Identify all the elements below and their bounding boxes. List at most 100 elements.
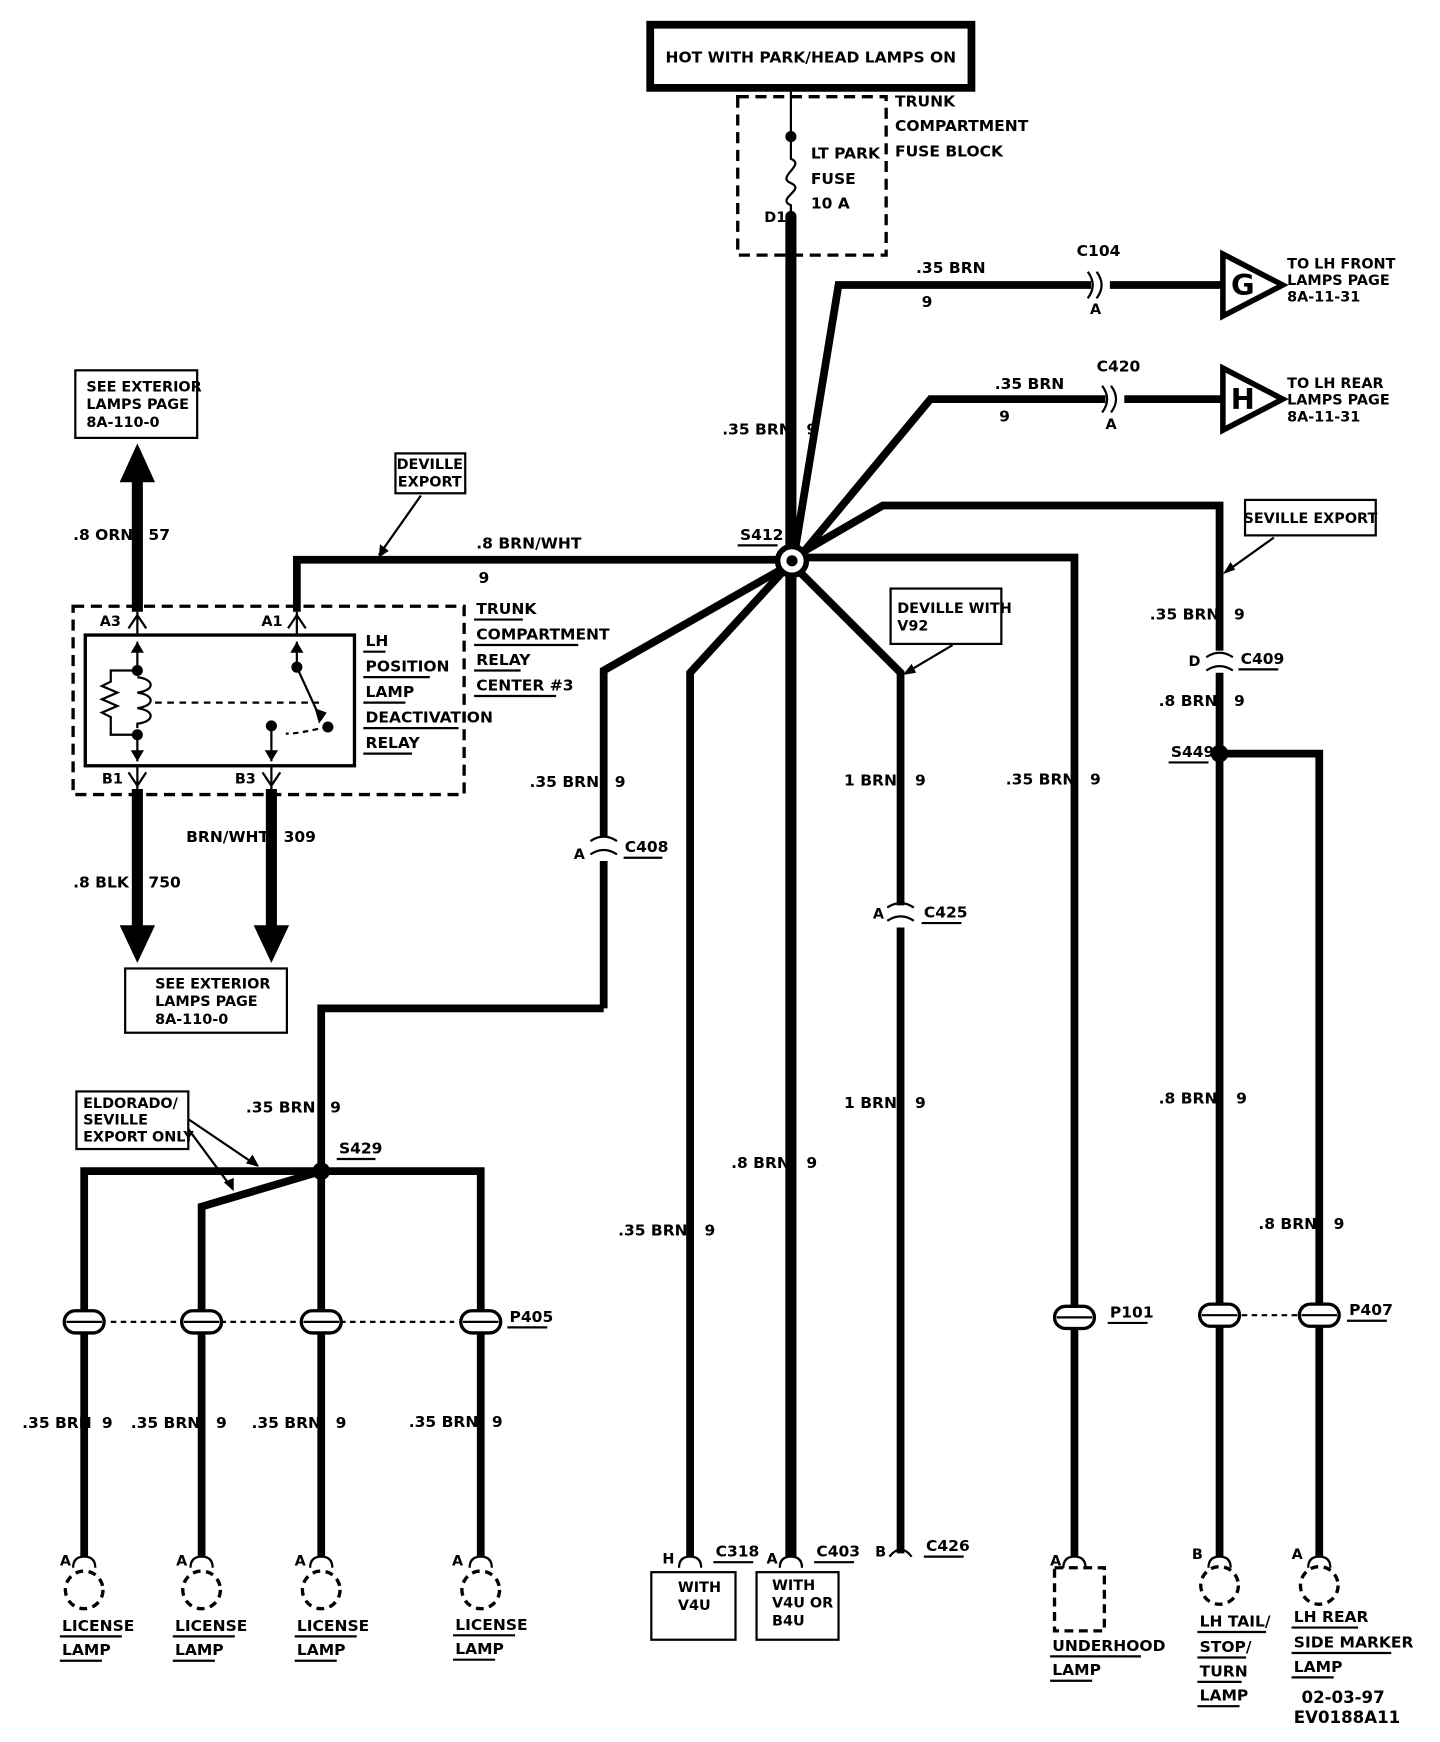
orn-wire-gauge: .8 ORN: [73, 526, 133, 544]
c408-gauge: .35 BRN: [529, 773, 599, 791]
power-source-label: HOT WITH PARK/HEAD LAMPS ON: [666, 48, 957, 66]
ref-h-letter: H: [1231, 382, 1255, 416]
orn-wire-circuit: 57: [148, 526, 170, 544]
fuse-block: D1 LT PARK FUSE 10 A TRUNK COMPARTMENT F…: [736, 87, 1029, 257]
ref-g-letter: G: [1231, 268, 1255, 302]
p405-pass-through: P405: [62, 1308, 553, 1335]
seville-branch: .35 BRN 9 D C409 .8 BRN 9 S449 .8 BRN 9 …: [791, 501, 1414, 1708]
see-ext-top-line-3: 8A-110-0: [86, 415, 159, 431]
c403-gauge: .8 BRN: [731, 1154, 790, 1172]
c426-connector-label: C426: [926, 1537, 970, 1555]
p407-label: P407: [1349, 1301, 1393, 1319]
license-lamp-4-bulb-icon: [460, 1569, 502, 1611]
eldorado-line-1: ELDORADO/: [83, 1096, 179, 1112]
fuse-block-line-2: COMPARTMENT: [895, 117, 1029, 135]
fuse-terminal: D1: [764, 210, 786, 226]
rear-branch-gauge: .35 BRN: [995, 375, 1065, 393]
p407-grommet-2-icon: [1297, 1302, 1341, 1328]
blk-wire: .8 BLK 750: [73, 789, 181, 963]
c104-pin: A: [1090, 302, 1102, 318]
c420-connector-label: C420: [1097, 357, 1141, 375]
c425-gauge-lower: 1 BRN: [844, 1094, 897, 1112]
underhood-branch: .35 BRN 9 P101 A UNDERHOOD LAMP: [793, 553, 1166, 1682]
pin-b3-label: B3: [235, 771, 256, 787]
c425-pin: A: [873, 907, 885, 923]
c420-pin: A: [1105, 417, 1117, 433]
seville-circuit-upper: 9: [1234, 606, 1245, 624]
license-2-line-2: LAMP: [175, 1641, 224, 1659]
underhood-line-2: LAMP: [1052, 1661, 1101, 1679]
fuse-element-icon: [785, 136, 797, 217]
license-3-circuit: 9: [336, 1414, 347, 1432]
brnwht-wire-circuit: 309: [284, 828, 316, 846]
see-ext-top-line-1: SEE EXTERIOR: [86, 379, 201, 395]
marker-gauge: .8 BRN: [1258, 1215, 1317, 1233]
tail-gauge: .8 BRN: [1159, 1090, 1218, 1108]
license-4-gauge: .35 BRN: [409, 1413, 479, 1431]
c318-note-line-2: V4U: [678, 1598, 711, 1614]
p101-label: P101: [1110, 1303, 1154, 1321]
relay-name: LH POSITION LAMP DEACTIVATION RELAY: [363, 632, 493, 755]
relay-center-line-4: CENTER #3: [476, 676, 573, 694]
tail-pin: B: [1192, 1547, 1203, 1563]
ref-h-line-3: 8A-11-31: [1287, 409, 1360, 425]
fuse-name-line-2: FUSE: [811, 170, 856, 188]
p405-grommet-4-icon: [459, 1309, 503, 1335]
relay-switch-icon: [264, 641, 334, 762]
license-1-line-2: LAMP: [62, 1641, 111, 1659]
license-lamp-1-bulb-icon: [63, 1569, 105, 1611]
footer-code: EV0188A11: [1294, 1708, 1400, 1727]
c426-pin: B: [875, 1545, 886, 1561]
ref-h-arrow-icon: [1220, 363, 1289, 435]
c104-connector-icon: [1086, 271, 1103, 299]
marker-line-3: LAMP: [1294, 1658, 1343, 1676]
orn-wire: .8 ORN 57: [73, 443, 170, 612]
pin-a1-label: A1: [261, 614, 282, 630]
s429-dot: [312, 1162, 331, 1181]
deville-export-line-1: DEVILLE: [397, 457, 463, 473]
p407-grommet-1-icon: [1197, 1302, 1242, 1328]
license-4-pin: A: [452, 1554, 464, 1570]
p405-grommet-1-icon: [62, 1309, 106, 1335]
down-arrow-icon: [119, 925, 156, 963]
eldorado-callout: ELDORADO/ SEVILLE EXPORT ONLY: [75, 1090, 260, 1192]
fuse-name-line-1: LT PARK: [811, 145, 881, 163]
footer-date: 02-03-97: [1302, 1688, 1385, 1707]
relay-center-line-1: TRUNK: [476, 600, 537, 618]
ref-g-line-3: 8A-11-31: [1287, 290, 1360, 306]
front-branch-circuit: 9: [922, 293, 933, 311]
c318-connector-icon: [677, 1555, 703, 1568]
relay-feed-wire: .8 BRN/WHT 9: [292, 535, 792, 612]
license-1-line-1: LICENSE: [62, 1617, 134, 1635]
c318-pin: H: [662, 1551, 674, 1567]
down-arrow-icon-2: [253, 925, 290, 963]
c425-connector-label: C425: [924, 904, 968, 922]
pin-b1-label: B1: [102, 771, 123, 787]
power-source-box: HOT WITH PARK/HEAD LAMPS ON: [646, 20, 976, 92]
relay-coil-icon: [99, 641, 320, 762]
deville-v92-line-1: DEVILLE WITH: [897, 601, 1012, 617]
c408-connector-label: C408: [625, 838, 669, 856]
marker-line-1: LH REAR: [1294, 1608, 1369, 1626]
relay-name-line-5: RELAY: [366, 734, 421, 752]
relay-name-line-3: LAMP: [366, 683, 415, 701]
c104-connector-label: C104: [1077, 242, 1121, 260]
ref-h-line-2: LAMPS PAGE: [1287, 393, 1390, 409]
see-ext-bottom-line-3: 8A-110-0: [155, 1012, 228, 1028]
relay-center-line-2: COMPARTMENT: [476, 625, 610, 643]
blk-wire-gauge: .8 BLK: [73, 874, 130, 892]
rear-lamps-branch: .35 BRN 9 C420 A H TO LH REAR LAMPS PAGE…: [792, 357, 1390, 565]
license-2-gauge: .35 BRN: [131, 1414, 201, 1432]
c420-connector-icon: [1101, 385, 1118, 414]
deville-v92-callout: DEVILLE WITH V92: [889, 587, 1012, 675]
eldorado-line-2: SEVILLE: [83, 1113, 148, 1129]
p101-grommet-icon: [1052, 1304, 1097, 1331]
underhood-circuit: 9: [1090, 771, 1101, 789]
c403-branch: .8 BRN 9 A C403 WITH V4U OR B4U: [731, 561, 860, 1641]
marker-line-2: SIDE MARKER: [1294, 1633, 1414, 1651]
marker-pin: A: [1292, 1547, 1304, 1563]
seville-export-callout: SEVILLE EXPORT: [1222, 498, 1377, 575]
tail-line-3: TURN: [1200, 1662, 1248, 1680]
c425-connector-icon: [886, 902, 915, 922]
